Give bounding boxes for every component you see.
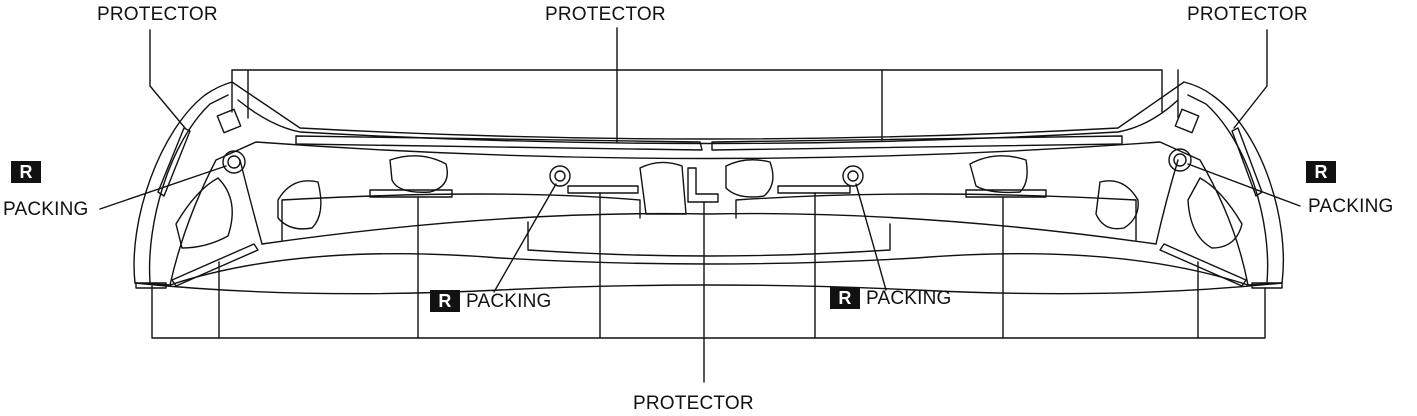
replace-badge-icon: R [830, 287, 860, 309]
packing-label-center-right: PACKING [866, 287, 952, 309]
packing-label-right: PACKING [1308, 196, 1394, 217]
protector-strips [135, 127, 1283, 289]
packing-callout-center-left: R PACKING [430, 290, 552, 312]
replace-badge-icon: R [430, 290, 460, 312]
panel-outline [133, 81, 1285, 295]
top-callout-bracket [231, 69, 1179, 141]
protector-label-bottom: PROTECTOR [633, 393, 754, 414]
packing-callout-center-right: R PACKING [830, 287, 952, 309]
packing-label-left: PACKING [3, 199, 89, 220]
protector-label-top-center: PROTECTOR [545, 4, 666, 25]
protector-label-top-right: PROTECTOR [1187, 4, 1308, 25]
bottom-callout-bracket [151, 192, 1266, 339]
protector-label-top-left: PROTECTOR [97, 4, 218, 25]
packing-grommets [222, 148, 1192, 187]
replace-badge-icon: R [1306, 161, 1336, 183]
replace-badge-right: R [1306, 161, 1336, 183]
packing-label-center-left: PACKING [466, 290, 552, 312]
leader-lines [99, 27, 1301, 383]
replace-badge-icon: R [11, 161, 41, 183]
panel-bosses [175, 108, 1243, 249]
replace-badge-left: R [11, 161, 41, 183]
